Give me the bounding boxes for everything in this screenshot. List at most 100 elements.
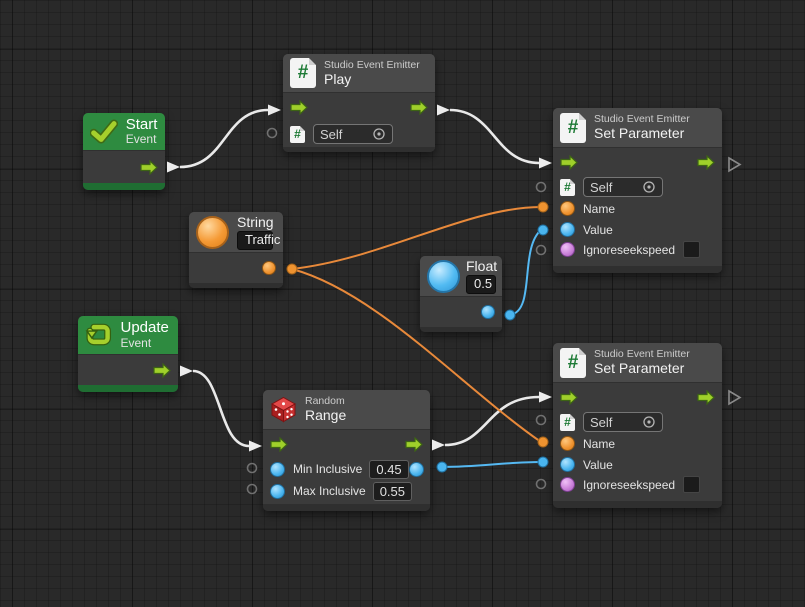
ignoreseekspeed-label: Ignoreseekspeed <box>583 242 676 257</box>
float-output-port[interactable] <box>481 305 495 319</box>
setparameter2-self-edge-port[interactable] <box>535 414 547 426</box>
wire-string-to-setparameter1-name[interactable] <box>291 206 542 270</box>
flow-output-port[interactable] <box>140 159 158 175</box>
node-update-event[interactable]: Update Event <box>78 316 178 392</box>
wire-setparameter1-in-arrowhead <box>539 157 552 169</box>
float-value-field[interactable]: 0.5 <box>466 275 496 295</box>
string-output-port[interactable] <box>262 261 276 275</box>
play-self-row: # Self <box>283 121 435 147</box>
string-header[interactable]: String Traffic <box>189 212 283 253</box>
value-input-port[interactable] <box>560 457 575 472</box>
node-footer <box>78 385 178 392</box>
setparameter2-value-connection-dot[interactable] <box>537 456 549 468</box>
node-title: String <box>237 213 274 230</box>
node-set-parameter-2[interactable]: # Studio Event Emitter Set Parameter # <box>553 343 722 508</box>
wire-start-to-play[interactable] <box>179 108 269 169</box>
wire-float-to-setparameter1-value[interactable] <box>509 229 542 316</box>
value-input-port[interactable] <box>560 222 575 237</box>
update-event-body <box>78 355 178 385</box>
target-icon[interactable] <box>372 127 386 141</box>
string-wire-origin-dot[interactable] <box>286 263 298 275</box>
self-port-icon[interactable]: # <box>560 413 575 431</box>
studio-event-emitter-icon: # <box>560 347 586 378</box>
play-self-edge-port[interactable] <box>266 127 278 139</box>
setparameter1-ignore-edge-port[interactable] <box>535 244 547 256</box>
update-event-header[interactable]: Update Event <box>78 316 178 355</box>
max-inclusive-field[interactable]: 0.55 <box>372 481 413 501</box>
ignoreseekspeed-input-port[interactable] <box>560 477 575 492</box>
play-header[interactable]: # Studio Event Emitter Play <box>283 54 435 93</box>
setparameter1-value-connection-dot[interactable] <box>537 224 549 236</box>
flow-output-port[interactable] <box>153 362 171 378</box>
ignoreseekspeed-checkbox[interactable] <box>683 241 701 258</box>
self-port-icon[interactable]: # <box>290 125 305 143</box>
node-title: Range <box>305 407 347 424</box>
node-footer <box>189 283 283 288</box>
min-inclusive-input-port[interactable] <box>270 461 285 477</box>
name-input-port[interactable] <box>560 201 575 216</box>
name-row: Name <box>553 433 722 454</box>
node-title: Start <box>125 115 158 133</box>
max-inclusive-label: Max Inclusive <box>293 484 366 498</box>
float-wire-origin-dot[interactable] <box>504 309 516 321</box>
wire-random-to-setparameter2-value[interactable] <box>441 461 542 468</box>
node-footer <box>553 501 722 508</box>
wire-random-to-setparameter2[interactable] <box>444 395 540 447</box>
string-value-field[interactable]: Traffic <box>237 231 280 251</box>
self-field[interactable]: Self <box>583 412 663 432</box>
setparameter1-self-edge-port[interactable] <box>535 181 547 193</box>
node-footer <box>553 266 722 273</box>
node-start-event[interactable]: Start Event <box>83 113 165 190</box>
flow-output-port[interactable] <box>410 99 428 115</box>
flow-input-port[interactable] <box>560 389 578 405</box>
setparameter1-flow-out-edge-port[interactable] <box>728 156 742 173</box>
node-set-parameter-1[interactable]: # Studio Event Emitter Set Parameter # <box>553 108 722 273</box>
flow-output-port[interactable] <box>697 154 715 170</box>
ignoreseekspeed-checkbox[interactable] <box>683 476 701 493</box>
wire-play-to-setparameter1[interactable] <box>449 108 540 165</box>
node-play[interactable]: # Studio Event Emitter Play # <box>283 54 435 152</box>
min-inclusive-field[interactable]: 0.45 <box>369 459 409 479</box>
set-parameter-2-header[interactable]: # Studio Event Emitter Set Parameter <box>553 343 722 383</box>
random-wire-origin-dot[interactable] <box>436 461 448 473</box>
random-output-port[interactable] <box>408 461 424 477</box>
node-random-range[interactable]: Random Range Min Inclusive 0.45 <box>263 390 430 511</box>
setparameter2-name-connection-dot[interactable] <box>537 436 549 448</box>
studio-event-emitter-icon: # <box>560 112 586 143</box>
self-field-value: Self <box>590 179 613 195</box>
random-min-edge-port[interactable] <box>246 462 258 474</box>
flow-output-port[interactable] <box>405 436 423 452</box>
ignoreseekspeed-label: Ignoreseekspeed <box>583 477 676 492</box>
ignoreseekspeed-input-port[interactable] <box>560 242 575 257</box>
random-max-edge-port[interactable] <box>246 483 258 495</box>
name-input-port[interactable] <box>560 436 575 451</box>
node-string-literal[interactable]: String Traffic <box>189 212 283 288</box>
flow-input-port[interactable] <box>560 154 578 170</box>
value-row: Value <box>553 219 722 240</box>
flow-output-port[interactable] <box>697 389 715 405</box>
setparameter2-flow-out-edge-port[interactable] <box>728 389 742 406</box>
float-header[interactable]: Float 0.5 <box>420 256 502 297</box>
flow-input-port[interactable] <box>270 436 288 452</box>
string-body <box>189 253 283 283</box>
max-inclusive-input-port[interactable] <box>270 483 285 499</box>
studio-event-emitter-icon: # <box>290 58 316 88</box>
wire-play-in-arrowhead <box>268 104 281 116</box>
setparameter2-ignore-edge-port[interactable] <box>535 478 547 490</box>
self-field[interactable]: Self <box>583 177 663 197</box>
setparameter1-name-connection-dot[interactable] <box>537 201 549 213</box>
start-event-header[interactable]: Start Event <box>83 113 165 151</box>
self-port-icon[interactable]: # <box>560 178 575 196</box>
node-subtitle: Event <box>120 335 152 350</box>
self-row: # Self <box>553 176 722 198</box>
set-parameter-1-header[interactable]: # Studio Event Emitter Set Parameter <box>553 108 722 148</box>
checkmark-icon <box>90 119 118 144</box>
target-icon[interactable] <box>642 415 656 429</box>
wire-update-to-random[interactable] <box>192 369 250 448</box>
self-field[interactable]: Self <box>313 124 393 144</box>
target-icon[interactable] <box>642 180 656 194</box>
flow-input-port[interactable] <box>290 99 308 115</box>
node-float-literal[interactable]: Float 0.5 <box>420 256 502 332</box>
random-range-header[interactable]: Random Range <box>263 390 430 430</box>
